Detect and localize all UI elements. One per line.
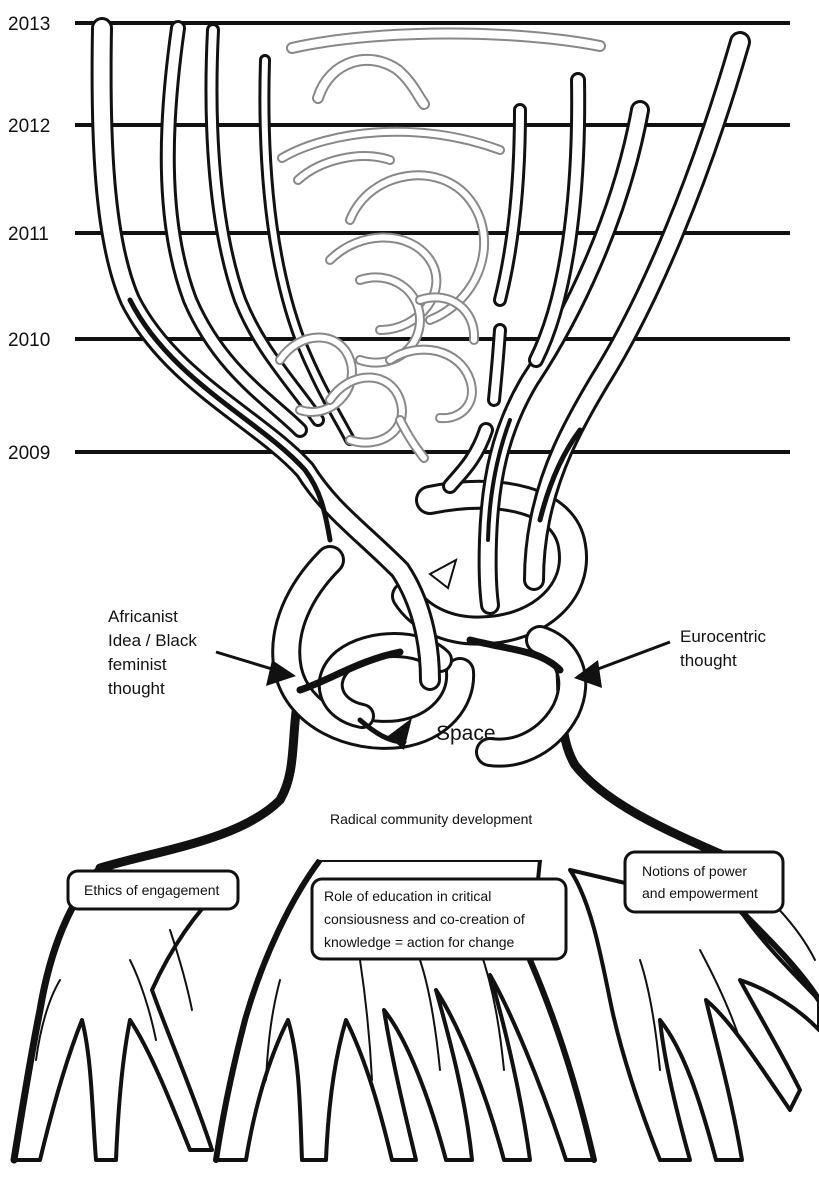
africanist-line-2: Idea / Black <box>108 631 197 650</box>
year-label-2009: 2009 <box>8 443 50 464</box>
year-label-2012: 2012 <box>8 116 50 137</box>
africanist-line-3: feminist <box>108 655 167 674</box>
trunk <box>100 670 745 880</box>
box-education-line-1: Role of education in critical <box>324 888 491 904</box>
eurocentric-arrow-line <box>590 642 670 672</box>
box-education-line-2: consiousness and co-creation of <box>324 911 525 927</box>
box-ethics-text: Ethics of engagement <box>84 882 220 898</box>
box-power-frame <box>625 852 783 912</box>
canopy <box>280 34 600 459</box>
box-education: Role of education in critical consiousne… <box>312 879 566 959</box>
box-ethics: Ethics of engagement <box>68 871 238 909</box>
year-label-2011: 2011 <box>8 224 49 245</box>
eurocentric-line-2: thought <box>680 651 737 670</box>
space-label: Space <box>436 722 496 745</box>
box-power-line-2: and empowerment <box>642 885 758 901</box>
year-label-2010: 2010 <box>8 330 50 351</box>
africanist-line-4: thought <box>108 679 165 698</box>
eurocentric-line-1: Eurocentric <box>680 627 766 646</box>
box-power-line-1: Notions of power <box>642 863 747 879</box>
trunk-body <box>100 670 740 880</box>
year-label-2013: 2013 <box>8 14 50 35</box>
africanist-label: Africanist Idea / Black feminist thought <box>108 607 197 698</box>
box-power: Notions of power and empowerment <box>625 852 783 912</box>
africanist-line-1: Africanist <box>108 607 178 626</box>
trunk-label: Radical community development <box>330 811 532 827</box>
box-education-line-3: knowledge = action for change <box>324 934 515 950</box>
eurocentric-label: Eurocentric thought <box>680 627 766 670</box>
swirl-arrow-head-top <box>430 560 456 588</box>
